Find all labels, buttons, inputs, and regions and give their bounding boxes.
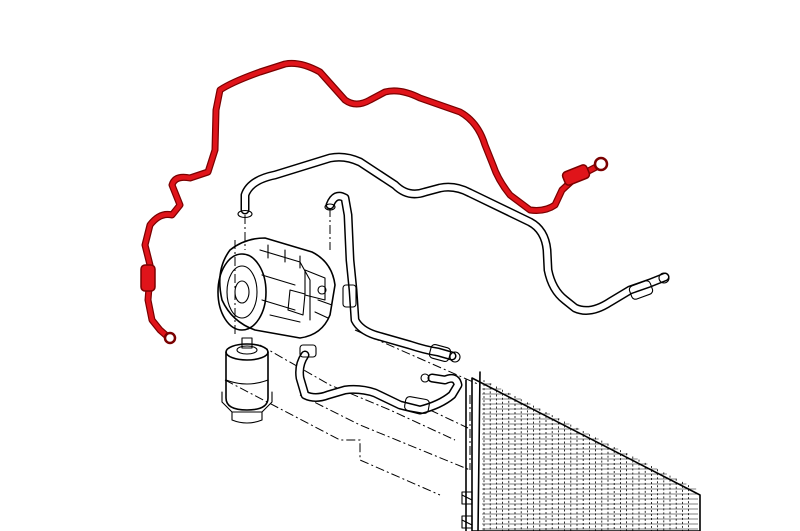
liquid-line: [295, 350, 463, 415]
hose-fittings: [237, 203, 670, 414]
highlighted-refrigerant-line: [140, 59, 609, 345]
receiver-drier: [221, 337, 273, 424]
condenser-fins: [482, 380, 698, 531]
compressor: [217, 237, 336, 339]
suction-line: [240, 152, 670, 315]
ac-hoses: [240, 152, 670, 415]
condenser: [461, 371, 701, 531]
